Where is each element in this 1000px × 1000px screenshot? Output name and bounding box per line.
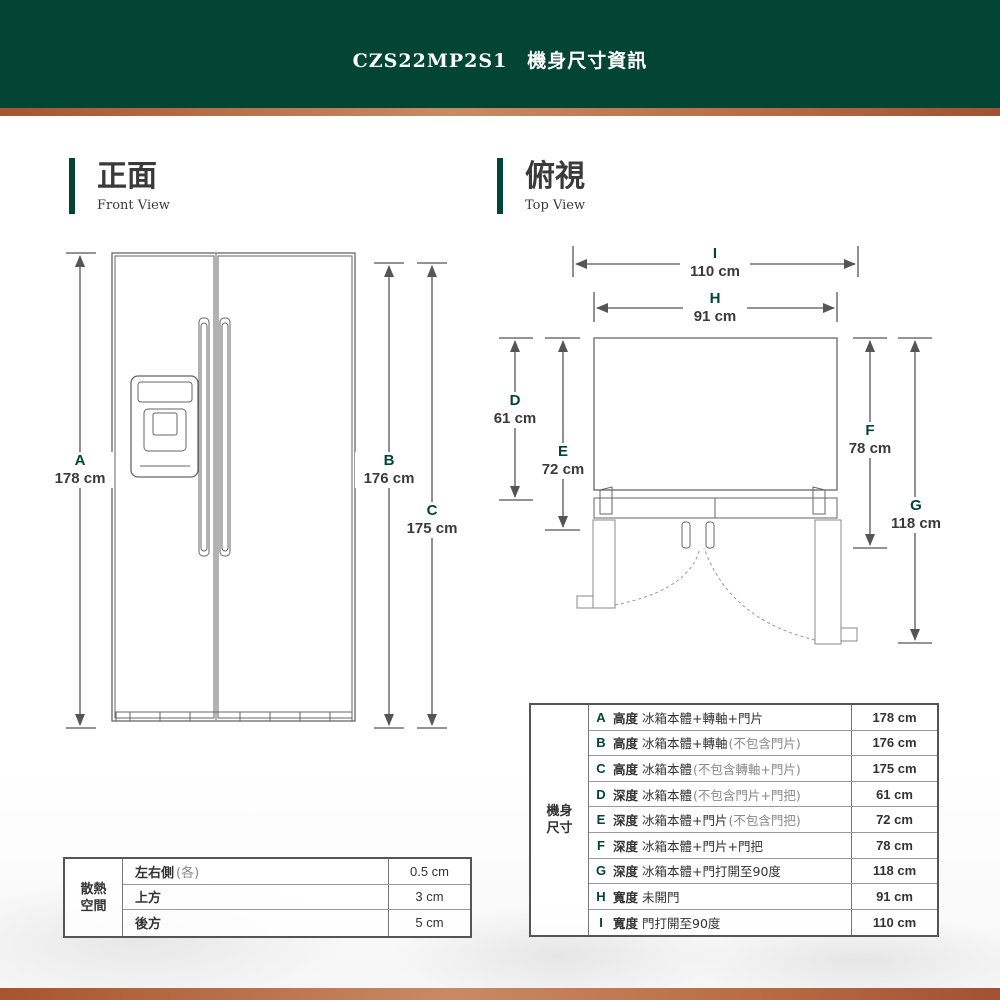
- front-view-title: 正面: [97, 159, 157, 194]
- clearance-table-category: 散熱空間: [65, 859, 123, 936]
- clearance-table: 散熱空間 左右側(各) 0.5 cm 上方 3 cm 後方 5 cm: [63, 857, 472, 938]
- front-view-accent-bar: [69, 158, 75, 214]
- spec-table-category: 機身尺寸: [531, 705, 589, 935]
- copper-divider-top: [0, 108, 1000, 116]
- table-row: 上方 3 cm: [123, 884, 470, 911]
- table-row: 後方 5 cm: [123, 910, 470, 936]
- front-view-fridge: [111, 252, 356, 722]
- front-dimension-lines: [66, 252, 447, 729]
- copper-divider-bottom: [0, 988, 1000, 1000]
- header-bar: CZS22MP2S1 機身尺寸資訊: [0, 0, 1000, 108]
- top-view-subtitle: Top View: [525, 198, 586, 213]
- table-row: 左右側(各) 0.5 cm: [123, 859, 470, 885]
- top-view-accent-bar: [497, 158, 503, 214]
- top-view-title: 俯視: [525, 159, 585, 194]
- top-view-fridge: [576, 337, 858, 645]
- front-view-subtitle: Front View: [97, 198, 170, 213]
- page-title: CZS22MP2S1 機身尺寸資訊: [352, 50, 648, 72]
